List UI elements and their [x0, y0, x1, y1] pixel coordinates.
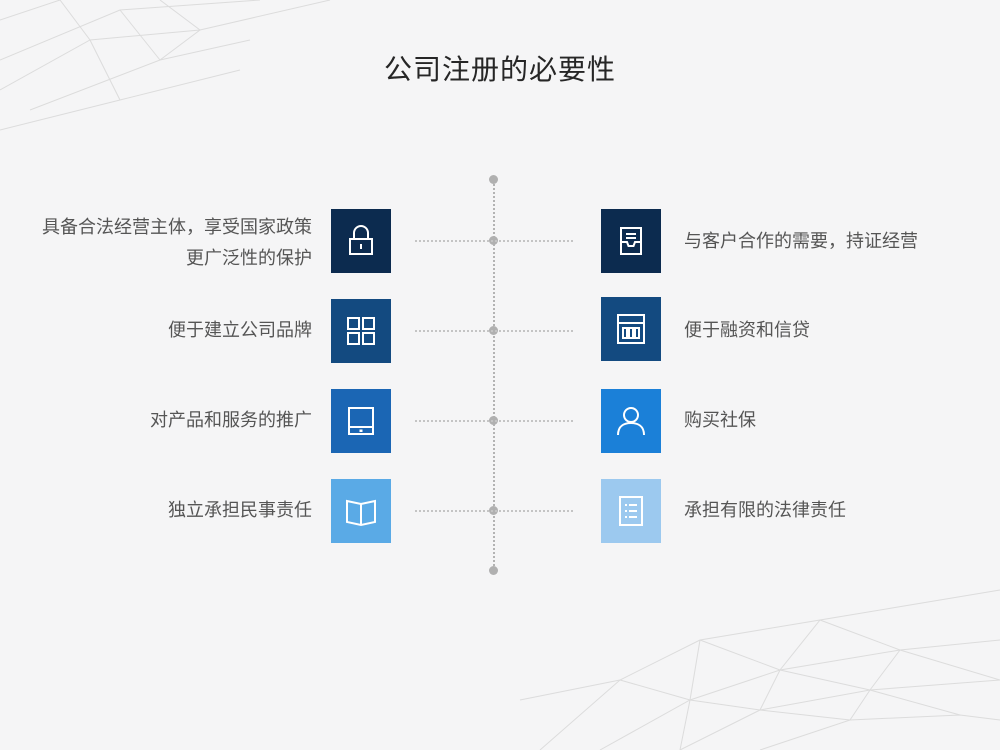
inbox-icon [620, 227, 642, 255]
connector-row-1 [415, 240, 573, 242]
right-item-icon-box-1 [601, 209, 661, 273]
right-item-label-4: 承担有限的法律责任 [684, 500, 846, 521]
calculator-icon [617, 314, 645, 344]
grid-icon [347, 317, 375, 345]
tablet-icon [348, 407, 374, 435]
left-item-icon-box-4 [331, 479, 391, 543]
left-item-label-3: 对产品和服务的推广 [150, 410, 312, 431]
timeline-axis [493, 180, 495, 570]
user-icon [617, 407, 645, 436]
document-list-icon [619, 496, 643, 526]
right-item-icon-box-2 [601, 297, 661, 361]
book-icon [346, 499, 376, 527]
page-title: 公司注册的必要性 [383, 53, 616, 86]
right-item-label-2: 便于融资和信贷 [684, 320, 810, 341]
left-item-icon-box-3 [331, 389, 391, 453]
right-item-label-3: 购买社保 [684, 410, 756, 431]
axis-dot-top [489, 175, 498, 184]
connector-row-4 [415, 510, 573, 512]
connector-row-2 [415, 330, 573, 332]
right-item-label-1: 与客户合作的需要，持证经营 [684, 231, 918, 252]
left-item-label-1: 具备合法经营主体，享受国家政策更广泛性的保护 [42, 217, 312, 269]
connector-row-3 [415, 420, 573, 422]
left-item-label-4: 独立承担民事责任 [168, 500, 312, 521]
right-item-icon-box-4 [601, 479, 661, 543]
left-item-icon-box-1 [331, 209, 391, 273]
axis-dot-bottom [489, 566, 498, 575]
lock-icon [349, 225, 373, 255]
right-item-icon-box-3 [601, 389, 661, 453]
left-item-label-2: 便于建立公司品牌 [168, 320, 312, 341]
left-item-icon-box-2 [331, 299, 391, 363]
